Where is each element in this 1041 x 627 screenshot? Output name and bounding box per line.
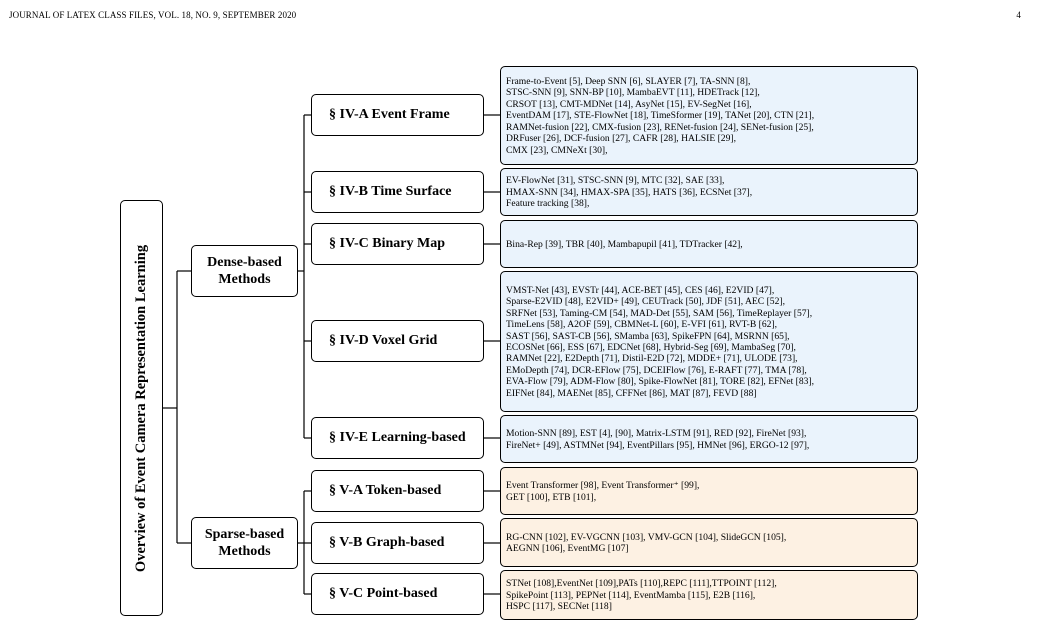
leaf-iv-d-text: VMST-Net [43], EVSTr [44], ACE-BET [45],… [506, 284, 815, 399]
section-v-a-token-based: § V-A Token-based [311, 470, 484, 512]
leaf-v-a-methods: Event Transformer [98], Event Transforme… [500, 467, 918, 515]
leaf-iv-b-text: EV-FlowNet [31], STSC-SNN [9], MTC [32],… [506, 175, 753, 210]
leaf-iv-b-methods: EV-FlowNet [31], STSC-SNN [9], MTC [32],… [500, 168, 918, 216]
leaf-v-c-methods: STNet [108],EventNet [109],PATs [110],RE… [500, 570, 918, 620]
leaf-v-c-text: STNet [108],EventNet [109],PATs [110],RE… [506, 578, 777, 613]
leaf-v-b-methods: RG-CNN [102], EV-VGCNN [103], VMV-GCN [1… [500, 518, 918, 567]
section-iv-e-learning-based: § IV-E Learning-based [311, 417, 484, 459]
leaf-iv-a-methods: Frame-to-Event [5], Deep SNN [6], SLAYER… [500, 66, 918, 165]
section-v-c-point-based: § V-C Point-based [311, 573, 484, 615]
journal-header: JOURNAL OF LATEX CLASS FILES, VOL. 18, N… [9, 10, 297, 20]
section-iv-c-binary-map: § IV-C Binary Map [311, 223, 484, 265]
leaf-iv-e-methods: Motion-SNN [89], EST [4], [90], Matrix-L… [500, 415, 918, 463]
root-label: Overview of Event Camera Representation … [133, 244, 150, 572]
section-iv-a-event-frame: § IV-A Event Frame [311, 94, 484, 136]
section-iv-b-time-surface: § IV-B Time Surface [311, 171, 484, 213]
leaf-iv-c-methods: Bina-Rep [39], TBR [40], Mambapupil [41]… [500, 220, 918, 268]
leaf-iv-c-text: Bina-Rep [39], TBR [40], Mambapupil [41]… [506, 238, 743, 250]
leaf-iv-a-text: Frame-to-Event [5], Deep SNN [6], SLAYER… [506, 76, 815, 156]
section-iv-d-voxel-grid: § IV-D Voxel Grid [311, 320, 484, 362]
section-v-b-graph-based: § V-B Graph-based [311, 522, 484, 564]
leaf-v-a-text: Event Transformer [98], Event Transforme… [506, 480, 700, 503]
root-node: Overview of Event Camera Representation … [120, 200, 163, 616]
leaf-iv-d-methods: VMST-Net [43], EVSTr [44], ACE-BET [45],… [500, 271, 918, 412]
leaf-v-b-text: RG-CNN [102], EV-VGCNN [103], VMV-GCN [1… [506, 531, 787, 554]
leaf-iv-e-text: Motion-SNN [89], EST [4], [90], Matrix-L… [506, 428, 810, 451]
page-number: 4 [1016, 10, 1021, 20]
sparse-methods-node: Sparse-based Methods [191, 517, 298, 569]
dense-methods-node: Dense-based Methods [191, 245, 298, 297]
